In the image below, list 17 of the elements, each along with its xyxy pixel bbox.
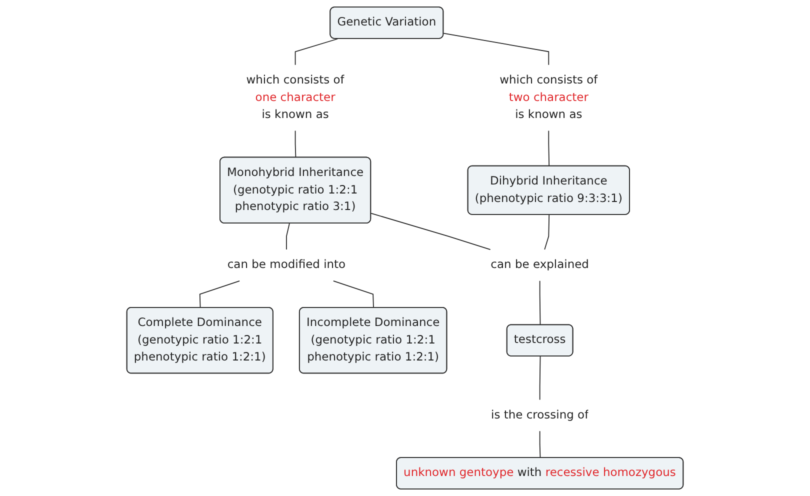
connector bbox=[286, 223, 290, 250]
connector bbox=[544, 214, 550, 250]
connector bbox=[294, 38, 338, 66]
connector bbox=[443, 32, 550, 66]
connector bbox=[539, 430, 541, 458]
connector bbox=[199, 280, 240, 308]
connector bbox=[370, 212, 491, 250]
node-text: which consists of one character is known as bbox=[246, 74, 344, 122]
node-text: can be modified into bbox=[227, 258, 346, 272]
connector bbox=[539, 356, 541, 400]
connector bbox=[539, 280, 541, 326]
node-text: is the crossing of bbox=[491, 408, 589, 422]
node-text: which consists of two character is known as bbox=[500, 74, 598, 122]
connector bbox=[294, 130, 296, 158]
node-text: can be explained bbox=[490, 258, 589, 272]
connector bbox=[548, 130, 550, 167]
connector bbox=[332, 280, 374, 308]
